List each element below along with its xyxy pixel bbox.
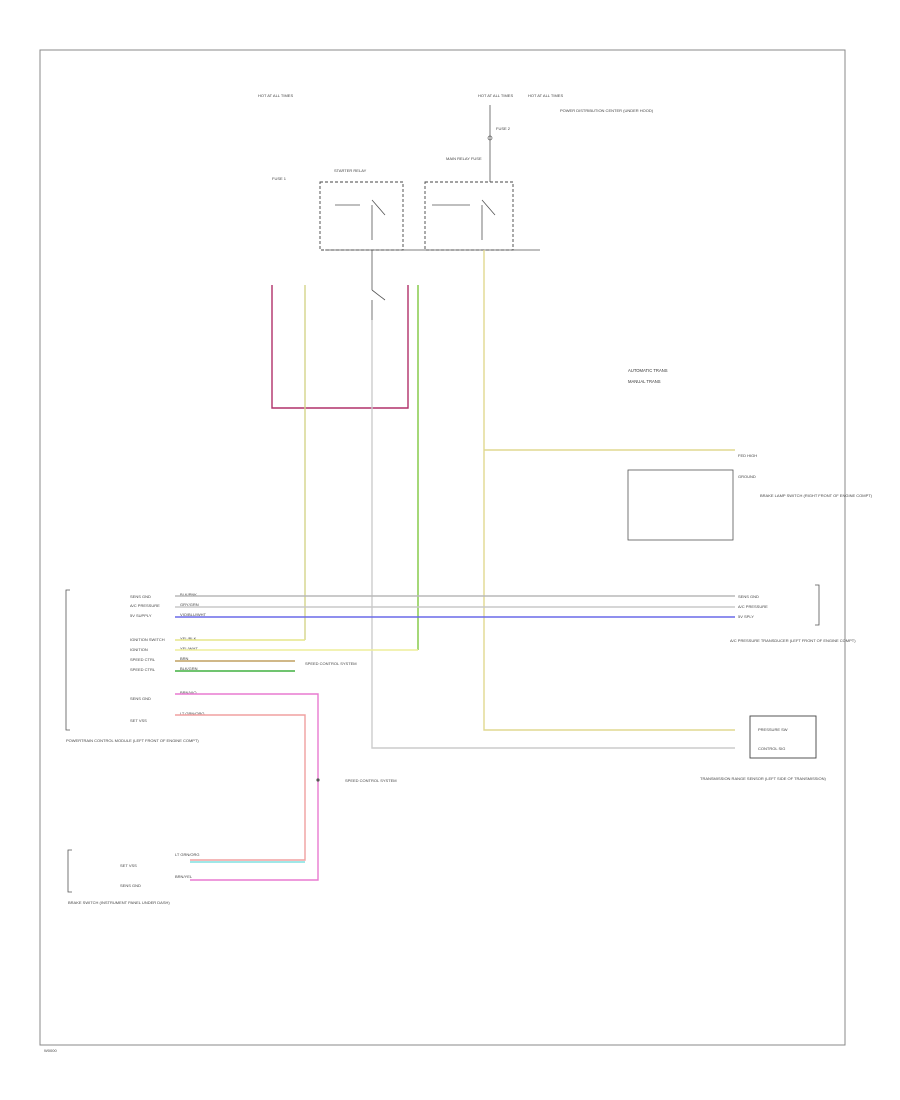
ecm-pin-4: IGNITION SWITCH [130,637,165,642]
switch-contacts [371,289,386,320]
clutch-label-1: FED HIGH [738,453,757,458]
bottom-pin-2: SENS GND [120,883,141,888]
fuse-element [487,135,493,141]
ecm-pin-2: A/C PRESSURE [130,603,160,608]
fuse-small-label-1: FUSE 1 [272,176,287,181]
clutch-label-2: GROUND [738,474,756,479]
ecm-wire-6: BRN [180,656,189,661]
ecm-bracket [65,589,70,731]
relay-label-2: MAIN RELAY FUSE [446,156,482,161]
ecm-wire-3: VIO/BLU/WHT [180,612,207,617]
relay-contact-1 [335,199,386,240]
ecm-pin-9: SET VSS [130,718,147,723]
right-pin-3: 5V SPLY [738,614,754,619]
legend-item-1: AUTOMATIC TRANS [628,368,668,373]
footer-code: W0000 [44,1048,57,1053]
ecm-wire-4: YEL/BLK [180,636,197,641]
bottom-pin-1: SET VSS [120,863,137,868]
ecm-pin-1: SENS GND [130,594,151,599]
ecm-title: POWERTRAIN CONTROL MODULE (LEFT FRONT OF… [66,738,199,743]
fuse-label-2: HOT AT ALL TIMES [478,93,513,98]
fuse-note: POWER DISTRIBUTION CENTER (UNDER HOOD) [560,108,654,113]
relay-label-1: STARTER RELAY [334,168,367,173]
legend-item-2: MANUAL TRANS [628,379,661,384]
splice-note: SPEED CONTROL SYSTEM [345,778,397,783]
bottom-module-bracket [67,849,72,893]
ecm-split-label: SPEED CONTROL SYSTEM [305,661,357,666]
right-module-title-2: BRAKE LAMP SWITCH (RIGHT FRONT OF ENGINE… [760,493,873,498]
right-pin-1: SENS GND [738,594,759,599]
fuse-label-3: HOT AT ALL TIMES [528,93,563,98]
ac-transducer-bracket [815,584,820,626]
ecm-pin-3: 5V SUPPLY [130,613,152,618]
ecm-pin-8: SENS GND [130,696,151,701]
right-module-title-3: TRANSMISSION RANGE SENSOR (LEFT SIDE OF … [700,776,827,781]
fuse-label-1: HOT AT ALL TIMES [258,93,293,98]
ecm-wire-9: LT GRN/ORG [180,711,205,716]
diagram-frame [39,49,846,1046]
wire-pale-yellow [483,250,735,731]
bottom-wire-1: LT GRN/ORG [175,852,200,857]
bottom-module-title: BRAKE SWITCH (INSTRUMENT PANEL UNDER DAS… [68,900,170,905]
relay-box-1 [319,181,404,251]
relay-box-2 [424,181,514,251]
ecm-wire-1: BLK/PNK [180,592,197,597]
ecm-wire-7: BLK/GRN [180,666,198,671]
wire-gray-center [371,320,735,749]
clutch-switch-box [627,469,734,541]
ecm-wire-5: YEL/WHT [180,646,198,651]
ecm-wire-8: BRN/VIO [180,690,196,695]
relay-contact-2 [432,199,496,240]
wire-pink-loop [271,285,409,409]
ecm-pin-5: IGNITION [130,647,148,652]
wire-pink-sensgnd [175,693,319,881]
bottom-wire-2: BRN/YEL [175,874,193,879]
ecm-wire-2: GRY/GRN [180,602,199,607]
ecm-pin-7: SPEED CTRL [130,667,156,672]
right-module-title-1: A/C PRESSURE TRANSDUCER (LEFT FRONT OF E… [730,638,856,643]
splice-dot [316,778,320,782]
wire-salmon-setvss [175,714,306,861]
tr-sensor-box [749,715,817,759]
fuse-small-label-2: FUSE 2 [496,126,511,131]
ecm-pin-6: SPEED CTRL [130,657,156,662]
tr-label-2: CONTROL SIG [758,746,785,751]
right-pin-2: A/C PRESSURE [738,604,768,609]
tr-label-1: PRESSURE SW [758,727,788,732]
